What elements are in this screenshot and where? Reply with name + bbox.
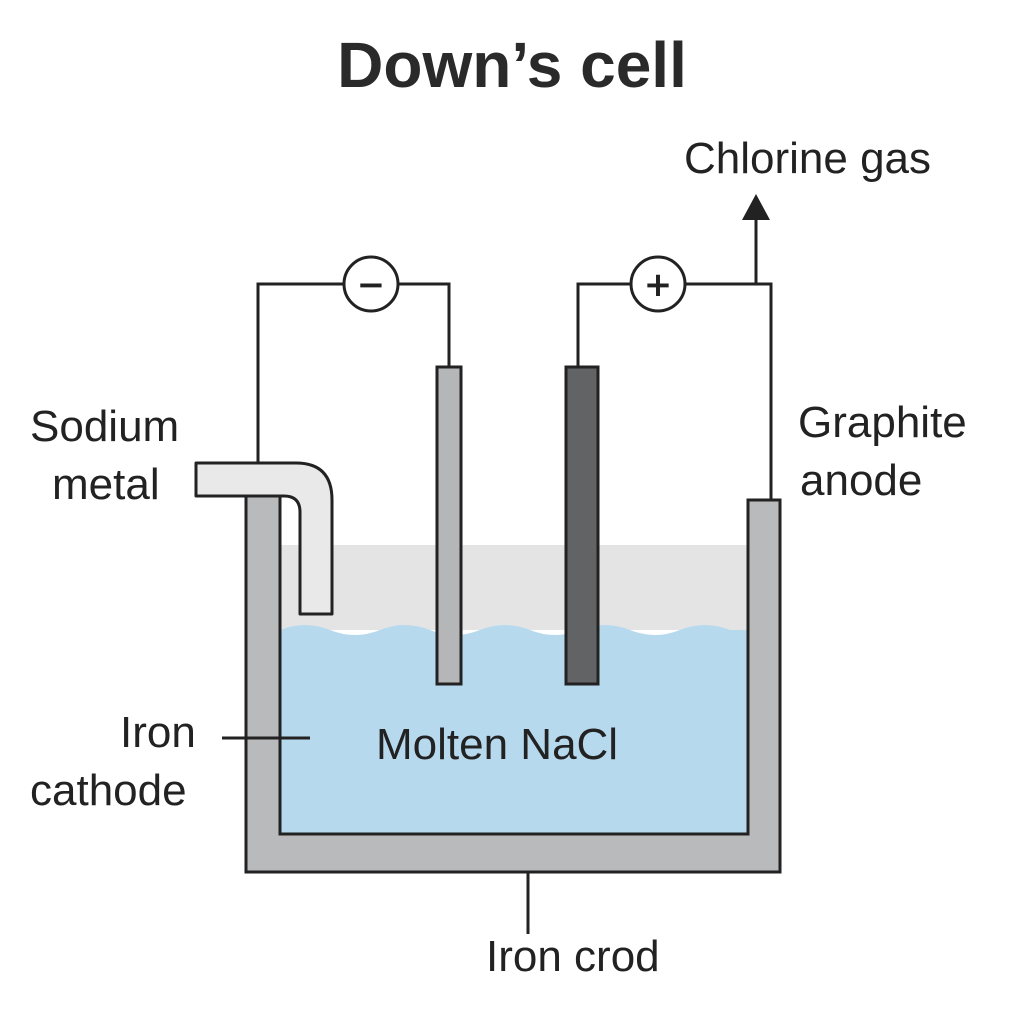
label-graphite-anode-line1: Graphite	[798, 398, 967, 447]
label-sodium-metal-line1: Sodium	[30, 402, 180, 451]
negative-terminal-sign: −	[357, 265, 386, 305]
positive-terminal-sign: +	[644, 265, 673, 305]
label-iron-cathode-line2: cathode	[30, 766, 187, 815]
diagram-title: Down’s cell	[337, 29, 687, 101]
label-chlorine-gas: Chlorine gas	[684, 134, 932, 183]
gas-space	[280, 545, 748, 630]
label-iron-cathode-line1: Iron	[120, 708, 196, 757]
circuit-wires	[222, 218, 773, 934]
label-graphite-anode-line2: anode	[800, 456, 923, 505]
positive-terminal-icon: +	[629, 255, 687, 313]
iron-cathode-rod	[435, 365, 463, 686]
graphite-anode-rod	[564, 365, 600, 686]
label-iron-crod: Iron crod	[486, 932, 660, 981]
negative-terminal-icon: −	[342, 255, 400, 313]
sodium-pipe	[194, 461, 334, 616]
vessel-wall	[244, 494, 782, 874]
label-sodium-metal-line2: metal	[52, 460, 160, 509]
label-molten-nacl: Molten NaCl	[376, 720, 619, 769]
chlorine-outlet-arrow-icon	[742, 194, 770, 220]
molten-nacl-liquid	[280, 625, 748, 834]
